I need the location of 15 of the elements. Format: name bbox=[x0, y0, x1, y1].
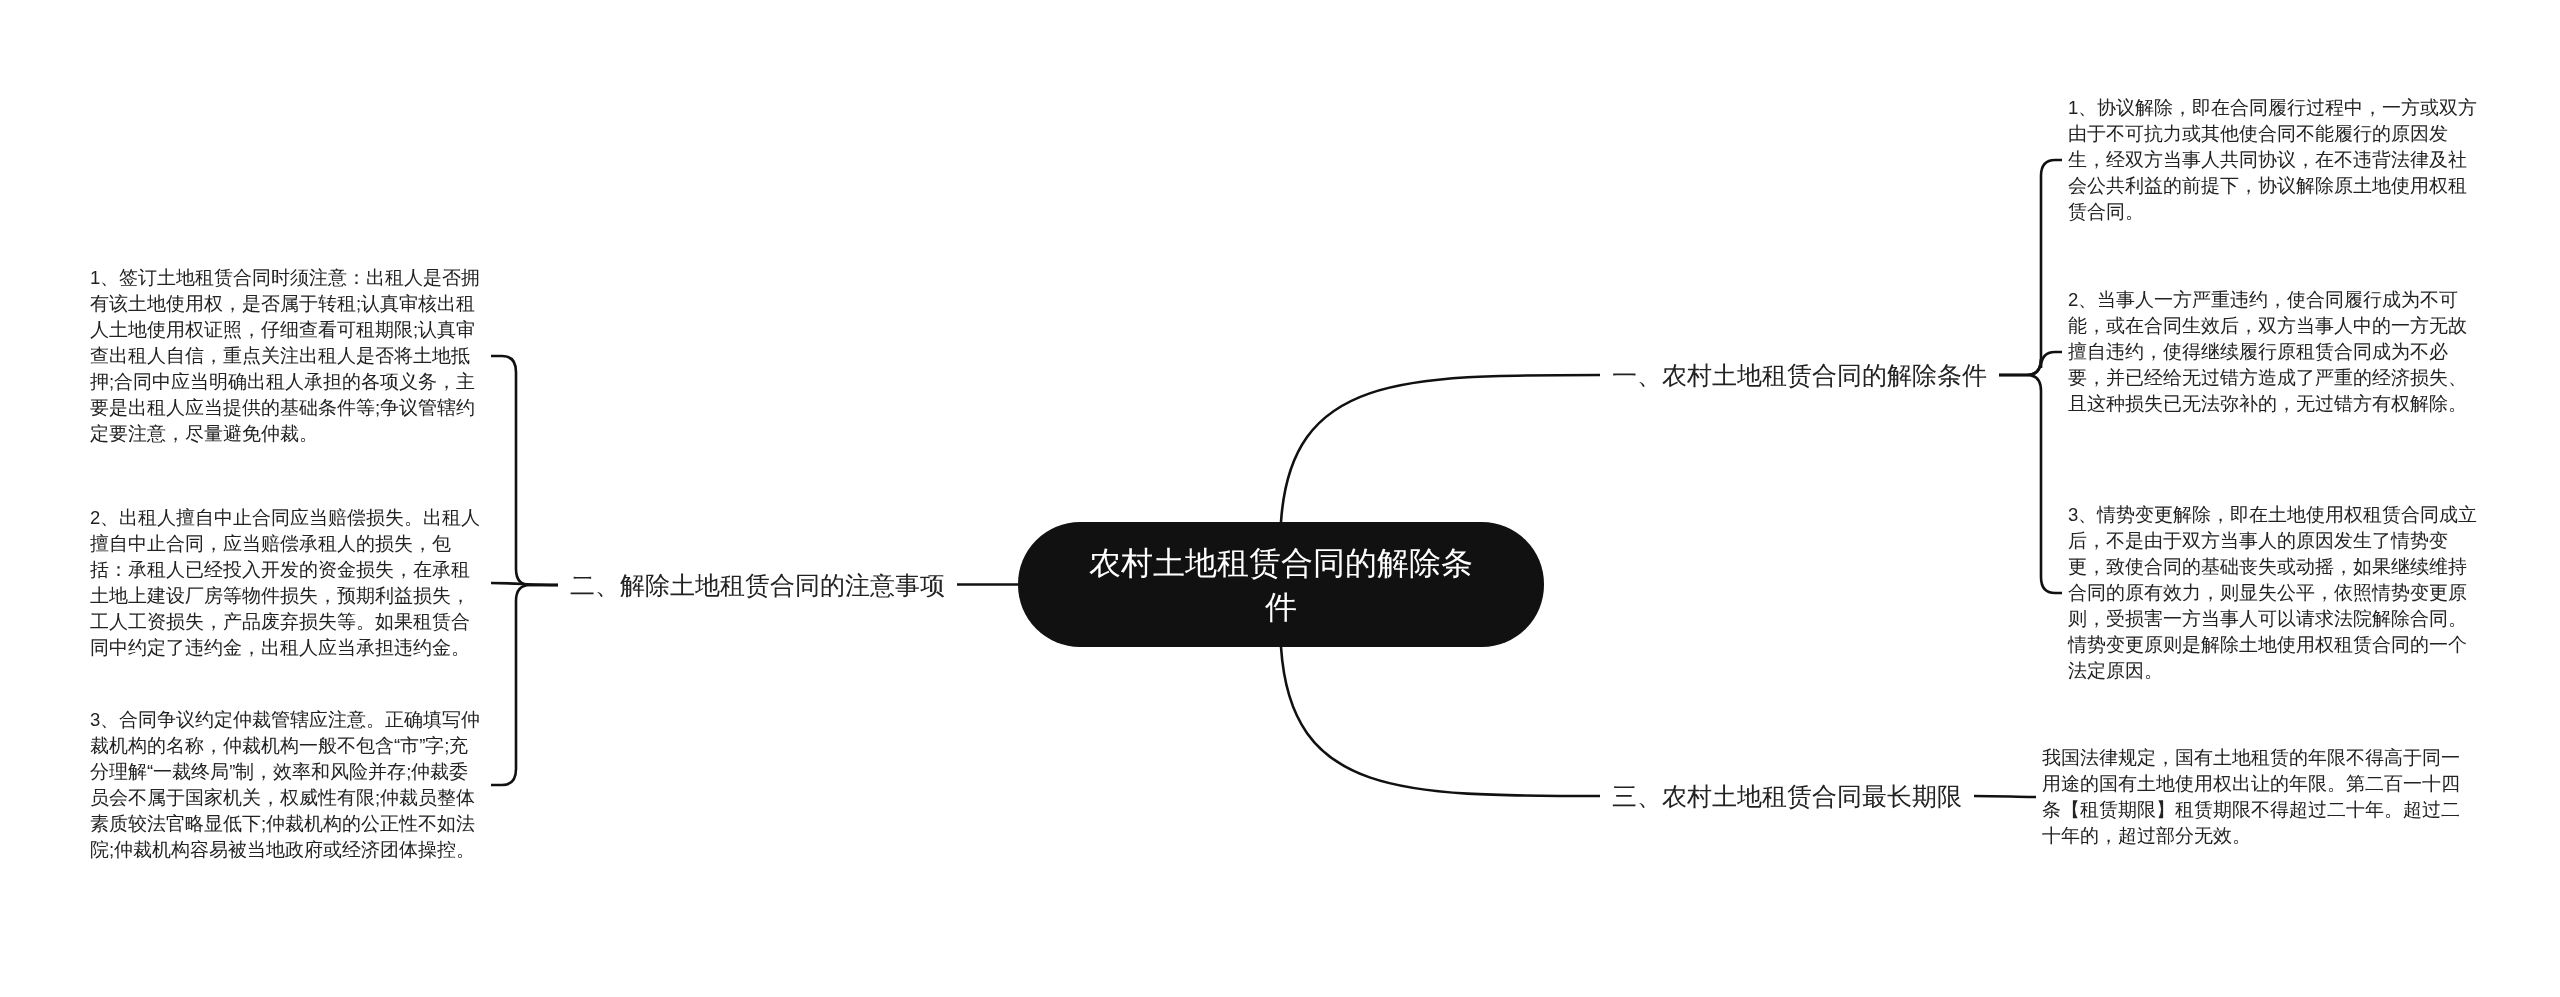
note-text: 3、情势变更解除，即在土地使用权租赁合同成立后，不是由于双方当事人的原因发生了情势变更，致使合同的基础丧失或动摇，如果继续维持合同的原有效力，则显失公平，依照情势变更原则，受损害一方当事人可以请求法院解除合同。情势变更原则是解除土地使用权租赁合同的一个法定原因。 bbox=[2068, 502, 2478, 684]
bracket-line bbox=[1974, 794, 2036, 799]
note-text: 3、合同争议约定仲裁管辖应注意。正确填写仲裁机构的名称，仲裁机构一般不包含“市”字;充分理解“一裁终局”制，效率和风险并存;仲裁委员会不属于国家机关，权威性有限;仲裁员整体素质较法官略显低下;仲裁机构的公正性不如法院;仲裁机构容易被当地政府或经济团体操控。 bbox=[90, 707, 485, 863]
topic-pill: 农村土地租赁合同的解除条件 bbox=[1018, 522, 1544, 647]
note-text: 1、签订土地租赁合同时须注意：出租人是否拥有该土地使用权，是否属于转租;认真审核出租人土地使用权证照，仔细查看可租期限;认真审查出租人自信，重点关注出租人是否将土地抵押;合同中应当明确出租人承担的各项义务，主要是出租人应当提供的基础条件等;争议管辖约定要注意，尽量避免仲裁。 bbox=[90, 265, 485, 447]
branch-line bbox=[957, 583, 1018, 586]
note-text: 我国法律规定，国有土地租赁的年限不得高于同一用途的国有土地使用权出让的年限。第二百一十四条【租赁期限】租赁期限不得超过二十年。超过二十年的，超过部分无效。 bbox=[2042, 745, 2462, 849]
branch-line bbox=[1279, 646, 1600, 798]
branch-label: 二、解除土地租赁合同的注意事项 bbox=[570, 567, 965, 603]
note-text: 2、出租人擅自中止合同应当赔偿损失。出租人擅自中止合同，应当赔偿承租人的损失，包括：承租人已经投入开发的资金损失，在承租土地上建设厂房等物件损失，预期利益损失，工人工资损失，产品废弃损失等。如果租赁合同中约定了违约金，出租人应当承担违约金。 bbox=[90, 505, 485, 661]
note-text: 1、协议解除，即在合同履行过程中，一方或双方由于不可抗力或其他使合同不能履行的原因发生，经双方当事人共同协议，在不违背法律及社会公共利益的前提下，协议解除原土地使用权租赁合同。 bbox=[2068, 95, 2478, 225]
note-text: 2、当事人一方严重违约，使合同履行成为不可能，或在合同生效后，双方当事人中的一方无故擅自违约，使得继续履行原租赁合同成为不必要，并已经给无过错方造成了严重的经济损失、且这种损失已无法弥补的，无过错方有权解除。 bbox=[2068, 287, 2478, 417]
branch-label: 三、农村土地租赁合同最长期限 bbox=[1612, 778, 1992, 814]
branch-line bbox=[1279, 373, 1600, 523]
branch-label: 一、农村土地租赁合同的解除条件 bbox=[1612, 357, 2007, 393]
